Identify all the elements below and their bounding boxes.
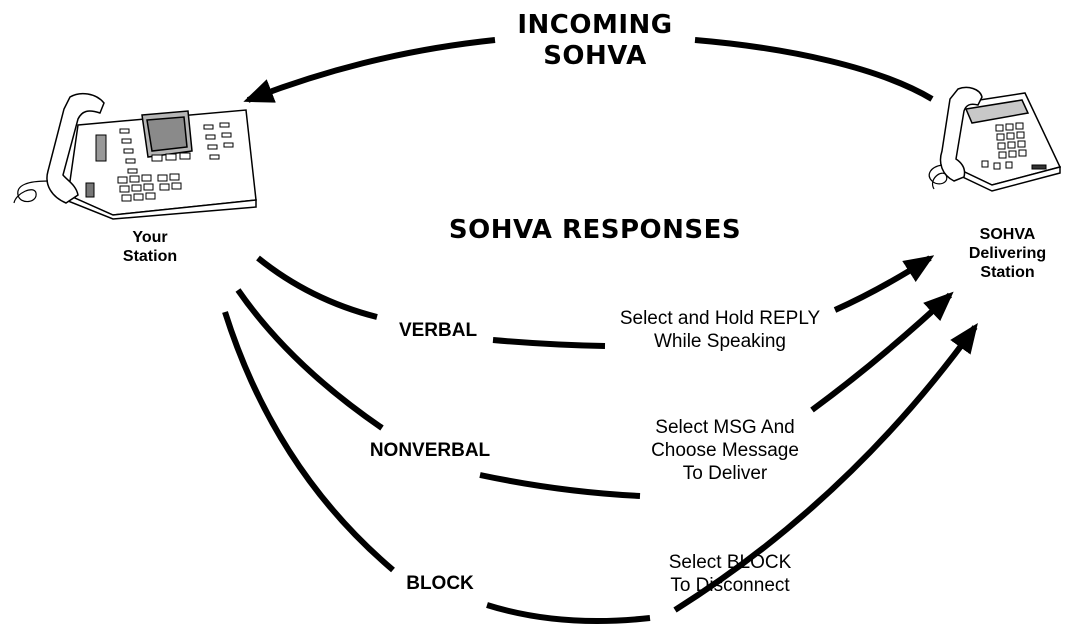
nonverbal-action-line2: Choose Message xyxy=(651,439,799,461)
block-arrow xyxy=(673,322,978,613)
verbal-arrow xyxy=(833,255,935,313)
nonverbal-action-line1: Select MSG And xyxy=(655,417,795,438)
your-station-phone-icon xyxy=(13,92,257,220)
delivering-station-line1: SOHVA xyxy=(979,226,1036,243)
incoming-arc-right xyxy=(694,37,934,102)
nonverbal-action-line3: To Deliver xyxy=(682,462,768,484)
delivering-station-phone-icon xyxy=(928,86,1062,192)
verbal-line-left xyxy=(256,255,378,320)
verbal-label: VERBAL xyxy=(398,320,478,341)
incoming-arrow xyxy=(243,37,496,103)
delivering-station-line3: Station xyxy=(980,264,1035,282)
verbal-action-line2: While Speaking xyxy=(653,330,787,352)
delivering-station-line2: Delivering xyxy=(968,245,1047,263)
nonverbal-label: NONVERBAL xyxy=(369,440,491,461)
block-line-left xyxy=(222,311,395,573)
incoming-sohva-label: INCOMING SOHVA xyxy=(500,10,690,72)
verbal-action: Select and Hold REPLY While Speaking xyxy=(600,308,840,354)
incoming-line1: INCOMING xyxy=(517,10,673,40)
your-station-label: Your Station xyxy=(105,228,195,266)
delivering-station-label: SOHVA Delivering Station xyxy=(960,225,1055,283)
nonverbal-action: Select MSG And Choose Message To Deliver xyxy=(635,417,815,485)
block-action: Select BLOCK To Disconnect xyxy=(650,552,810,598)
verbal-action-line1: Select and Hold REPLY xyxy=(619,308,821,329)
verbal-line-mid xyxy=(492,337,606,349)
block-line-bottom xyxy=(486,602,651,625)
your-station-line1: Your xyxy=(132,229,168,246)
block-action-line1: Select BLOCK xyxy=(668,552,792,573)
nonverbal-line-mid xyxy=(479,472,641,499)
nonverbal-line-left xyxy=(235,288,384,431)
nonverbal-arrow xyxy=(810,291,954,413)
block-action-line2: To Disconnect xyxy=(670,574,790,596)
responses-title: SOHVA RESPONSES xyxy=(448,215,742,245)
incoming-line2: SOHVA xyxy=(543,41,647,72)
your-station-line2: Station xyxy=(122,248,178,266)
block-label: BLOCK xyxy=(406,573,474,594)
